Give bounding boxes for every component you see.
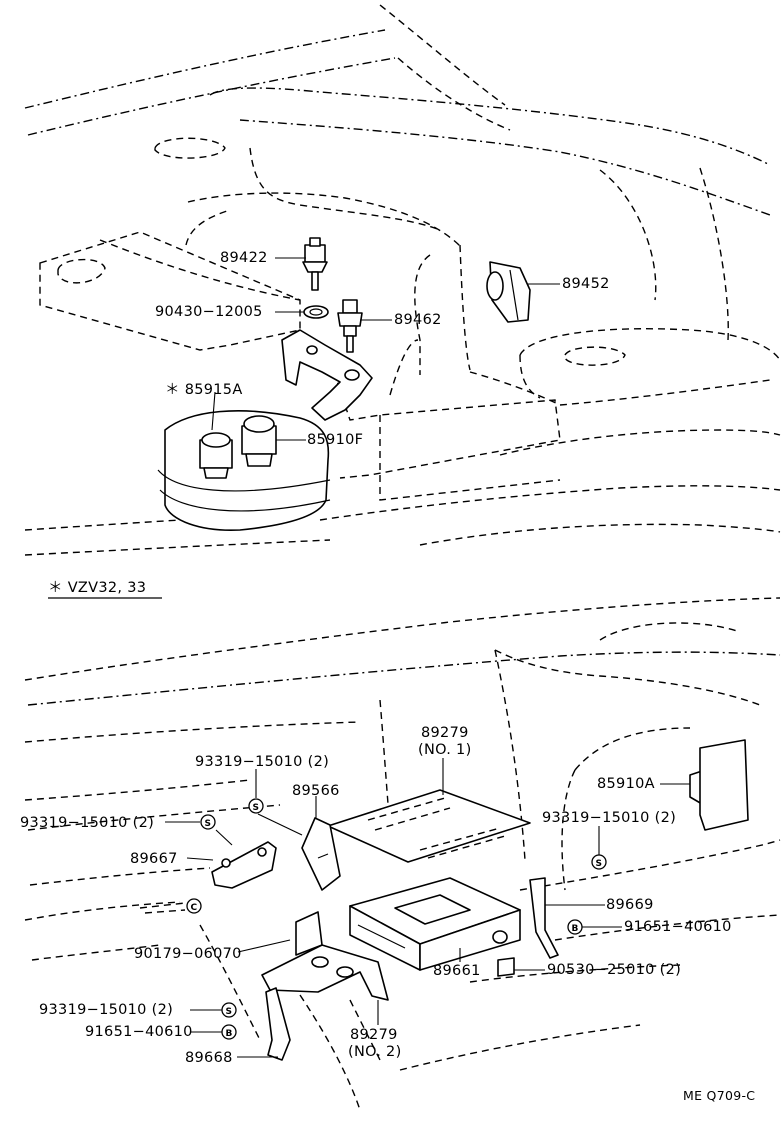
upper-leaders bbox=[211, 257, 560, 441]
label-93319-15010-left: 93319−15010 (2) bbox=[20, 815, 154, 831]
label-89669: 89669 bbox=[606, 897, 654, 913]
relay-85910a[interactable] bbox=[689, 739, 749, 831]
label-89279-no2-sub: (NO. 2) bbox=[348, 1044, 402, 1060]
label-90530-25010: 90530−25010 (2) bbox=[547, 962, 681, 978]
svg-text:S: S bbox=[205, 819, 211, 829]
bolt-marker-bottom: B bbox=[221, 1024, 237, 1040]
screw-marker-bottom: S bbox=[221, 1002, 237, 1018]
label-90430-12005: 90430−12005 bbox=[155, 304, 263, 320]
gasket-90430[interactable] bbox=[303, 305, 329, 319]
label-89279-no1: 89279 bbox=[421, 725, 469, 741]
label-89661: 89661 bbox=[433, 963, 481, 979]
label-89279-no2: 89279 bbox=[350, 1027, 398, 1043]
label-89667: 89667 bbox=[130, 851, 178, 867]
switch-85915a[interactable] bbox=[199, 432, 233, 479]
svg-text:S: S bbox=[226, 1007, 232, 1017]
label-85910f: 85910F bbox=[307, 432, 363, 448]
bracket-89279-no2[interactable] bbox=[261, 911, 389, 1001]
label-93319-15010-bottom: 93319−15010 (2) bbox=[39, 1002, 173, 1018]
label-85915a: ＊ 85915A bbox=[165, 382, 243, 398]
clip-marker-c: C bbox=[186, 898, 202, 914]
bracket-89668[interactable] bbox=[265, 987, 291, 1061]
switch-85910f[interactable] bbox=[241, 415, 277, 467]
label-89462: 89462 bbox=[394, 312, 442, 328]
label-93319-15010-right: 93319−15010 (2) bbox=[542, 810, 676, 826]
label-90179-06070: 90179−06070 bbox=[134, 946, 242, 962]
label-91651-40610-bottom: 91651−40610 bbox=[85, 1024, 193, 1040]
label-89452: 89452 bbox=[562, 276, 610, 292]
bolt-marker-right: B bbox=[567, 919, 583, 935]
note-vzv32-33: ＊ VZV32, 33 bbox=[48, 580, 146, 596]
lower-leaders bbox=[165, 758, 690, 1058]
screw-marker-right: S bbox=[591, 854, 607, 870]
label-93319-15010-top: 93319−15010 (2) bbox=[195, 754, 329, 770]
svg-text:B: B bbox=[226, 1029, 233, 1039]
bracket-89667[interactable] bbox=[211, 841, 277, 889]
part-89279-no1-plate[interactable] bbox=[327, 789, 531, 863]
svg-text:B: B bbox=[572, 924, 579, 934]
bracket-89566[interactable] bbox=[301, 817, 341, 891]
svg-text:C: C bbox=[191, 903, 198, 913]
bracket-89669[interactable] bbox=[529, 877, 559, 959]
coolant-pipe bbox=[281, 329, 373, 421]
label-89566: 89566 bbox=[292, 783, 340, 799]
upper-engine-bay-outline bbox=[24, 4, 781, 556]
screw-marker-top: S bbox=[248, 798, 264, 814]
svg-text:S: S bbox=[596, 859, 602, 869]
screw-marker-left: S bbox=[200, 814, 216, 830]
svg-text:S: S bbox=[253, 803, 259, 813]
label-89668: 89668 bbox=[185, 1050, 233, 1066]
figure-code: ME Q709-C bbox=[683, 1088, 755, 1103]
ecu-89661[interactable] bbox=[349, 877, 521, 971]
label-91651-40610-right: 91651−40610 bbox=[624, 919, 732, 935]
label-89422: 89422 bbox=[220, 250, 268, 266]
label-89279-no1-sub: (NO. 1) bbox=[418, 742, 472, 758]
label-85910a: 85910A bbox=[597, 776, 655, 792]
sensor-89422[interactable] bbox=[302, 237, 328, 291]
clip-90530[interactable] bbox=[497, 957, 515, 977]
sensor-89452[interactable] bbox=[486, 261, 531, 323]
sensor-89462[interactable] bbox=[337, 299, 363, 353]
